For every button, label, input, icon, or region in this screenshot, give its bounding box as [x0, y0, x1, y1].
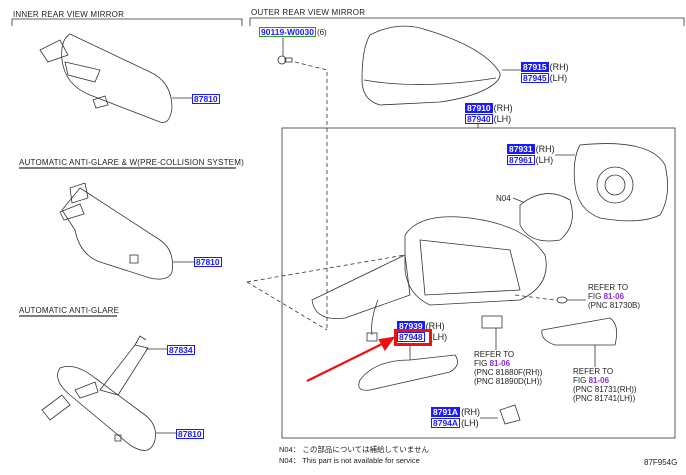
fig-link[interactable]: 81-06 — [588, 376, 610, 385]
rh-label: (RH) — [549, 61, 569, 72]
wire-harness-drawing — [366, 299, 379, 342]
fig-link[interactable]: 81-06 — [603, 292, 625, 301]
part-number-clip-rh[interactable]: 8791A — [431, 407, 461, 417]
part-number-auto-mirror[interactable]: 87810 — [176, 429, 204, 439]
lh-label: (LH) — [429, 331, 448, 342]
fig-prefix: FIG — [474, 359, 490, 368]
fig-prefix: FIG — [573, 376, 589, 385]
sensor-drawing — [481, 315, 503, 350]
mirror-glass-drawing — [555, 143, 668, 222]
auto-cover-drawing — [99, 335, 167, 396]
highlight-box — [394, 329, 432, 346]
glass-lh-callout: 87961 (LH) — [507, 155, 553, 165]
part-number-lamp-lh[interactable]: 87948 — [397, 332, 425, 342]
lh-label: (LH) — [535, 154, 554, 165]
refer-to-text: REFER TO — [474, 350, 515, 359]
pnc-text: (PNC 81731(RH)) — [573, 385, 637, 394]
lh-label: (LH) — [493, 113, 512, 124]
part-number-assy-lh[interactable]: 87940 — [465, 114, 493, 124]
cover-lh-callout: 87945 (LH) — [521, 73, 567, 83]
lamp-lh-callout: 87948 (LH) — [397, 332, 447, 342]
note-english: N04： This part is not available for serv… — [279, 456, 420, 465]
outer-section-bracket — [249, 17, 685, 26]
part-number-glass-rh[interactable]: 87931 — [507, 144, 535, 154]
rh-label: (RH) — [461, 406, 481, 417]
part-number-cover-lh[interactable]: 87945 — [521, 73, 549, 83]
section-title-auto: AUTOMATIC ANTI-GLARE — [19, 306, 120, 315]
refer-to-text: REFER TO — [573, 367, 614, 376]
rh-label: (RH) — [493, 102, 513, 113]
mirror-body-drawing — [311, 216, 547, 319]
bulb-drawing — [556, 296, 586, 304]
inner-section-bracket — [11, 18, 243, 26]
section-title-auto-wpcs: AUTOMATIC ANTI-GLARE & W(PRE-COLLISION S… — [19, 158, 244, 167]
refer-to-text: REFER TO — [588, 283, 629, 292]
part-number-cover-rh[interactable]: 87915 — [521, 62, 549, 72]
pnc-text: (PNC 81890D(LH)) — [474, 377, 543, 386]
part-number-glass-lh[interactable]: 87961 — [507, 155, 535, 165]
assy-rh-callout: 87910 (RH) — [465, 103, 513, 113]
inner-mirror-drawing — [39, 33, 193, 123]
assy-lh-callout: 87940 (LH) — [465, 114, 511, 124]
pnc-text: (PNC 81730B) — [588, 301, 641, 310]
part-number-auto-cover[interactable]: 87834 — [167, 345, 195, 355]
pnc-text: (PNC 81741(LH)) — [573, 394, 636, 403]
glass-rh-callout: 87931 (RH) — [507, 144, 555, 154]
part-number-auto-wpcs-mirror[interactable]: 87810 — [194, 257, 222, 267]
part-number-assy-rh[interactable]: 87910 — [465, 103, 493, 113]
auto-wpcs-mirror-drawing — [59, 182, 195, 280]
side-lamp-drawing — [358, 345, 458, 391]
part-number-bolt[interactable]: 90119-W0030 — [259, 27, 316, 37]
fig-prefix: FIG — [588, 292, 604, 301]
mirror-cover-drawing — [361, 25, 521, 106]
reference-bulb: REFER TO FIG 81-06 (PNC 81730B) — [588, 283, 640, 310]
bolt-drawing — [277, 55, 293, 65]
clip-drawing — [480, 404, 521, 425]
figure-id: 87F954G — [644, 458, 678, 467]
motor-drawing — [512, 193, 573, 242]
section-title-outer: OUTER REAR VIEW MIRROR — [251, 8, 366, 17]
auto-mirror-drawing — [41, 365, 177, 451]
rh-label: (RH) — [535, 143, 555, 154]
cover-rh-callout: 87915 (RH) — [521, 62, 569, 72]
turn-lamp-drawing — [541, 317, 618, 367]
rh-label: (RH) — [425, 320, 445, 331]
highlight-arrow — [306, 336, 396, 382]
part-number-inner-mirror[interactable]: 87810 — [192, 94, 220, 104]
lh-label: (LH) — [549, 72, 568, 83]
lh-label: (LH) — [461, 417, 479, 428]
section-title-inner: INNER REAR VIEW MIRROR — [13, 10, 125, 19]
clip-lh-callout: 8794A (LH) — [431, 418, 479, 428]
reference-turn-lamp: REFER TO FIG 81-06 (PNC 81731(RH)) (PNC … — [573, 367, 637, 403]
n04-marker: N04 — [496, 194, 511, 203]
fig-link[interactable]: 81-06 — [489, 359, 511, 368]
reference-sensor: REFER TO FIG 81-06 (PNC 81880F(RH)) (PNC… — [474, 350, 542, 386]
bolt-callout: 90119-W0030 (6) — [259, 27, 327, 37]
part-number-clip-lh[interactable]: 8794A — [431, 418, 461, 428]
clip-rh-callout: 8791A (RH) — [431, 407, 480, 417]
pnc-text: (PNC 81880F(RH)) — [474, 368, 543, 377]
bolt-quantity: (6) — [316, 27, 327, 37]
note-japanese: N04： この部品については補給していません — [279, 445, 430, 454]
assembly-frame — [281, 127, 676, 439]
